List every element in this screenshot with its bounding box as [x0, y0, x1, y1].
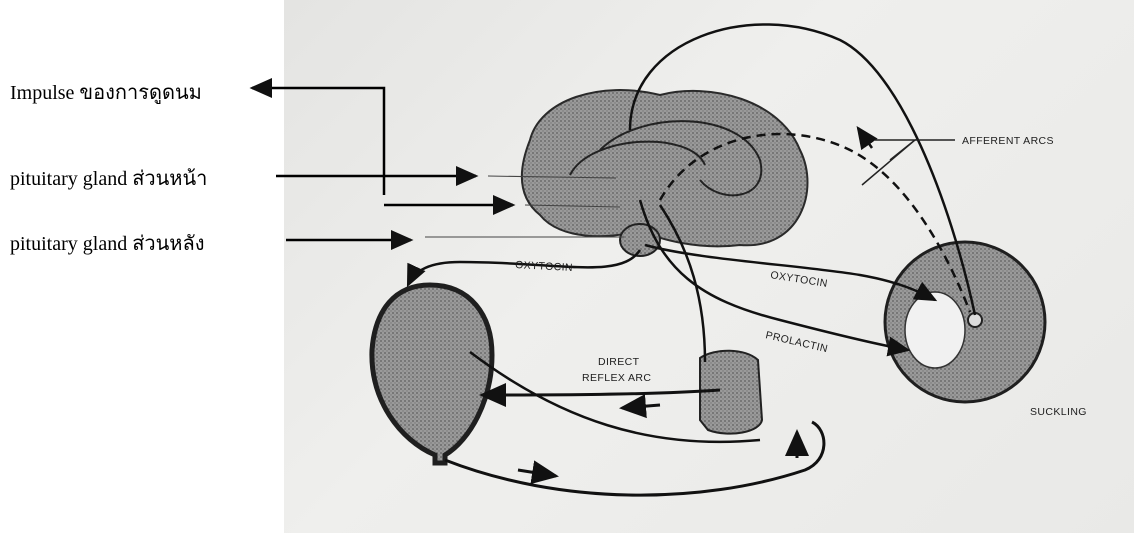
nipple	[968, 313, 982, 327]
brain-shape	[522, 90, 808, 246]
direct-reflex-arrow	[622, 405, 660, 408]
direct-reflex-label-1: DIRECT	[598, 356, 640, 368]
uterus	[372, 285, 492, 463]
anterior-pituitary-label: pituitary gland ส่วนหน้า	[10, 162, 207, 194]
impulse-arrow	[252, 88, 384, 195]
prolactin-label: PROLACTIN	[764, 329, 829, 355]
afferent-arrow	[858, 128, 872, 148]
direct-reflex-label-2: REFLEX ARC	[582, 372, 651, 384]
milk-lobules	[905, 292, 965, 368]
oxytocin-right-label: OXYTOCIN	[770, 269, 829, 290]
suckling-label: SUCKLING	[1030, 406, 1087, 418]
oxytocin-left-label: OXYTOCIN	[515, 259, 573, 274]
rightward-arrow	[518, 470, 556, 476]
impulse-label: Impulse ของการดูดนม	[10, 76, 202, 108]
posterior-pituitary-label: pituitary gland ส่วนหลัง	[10, 227, 205, 259]
direct-reflex-arc-line	[482, 390, 720, 395]
afferent-arcs-label: AFFERENT ARCS	[962, 135, 1054, 147]
